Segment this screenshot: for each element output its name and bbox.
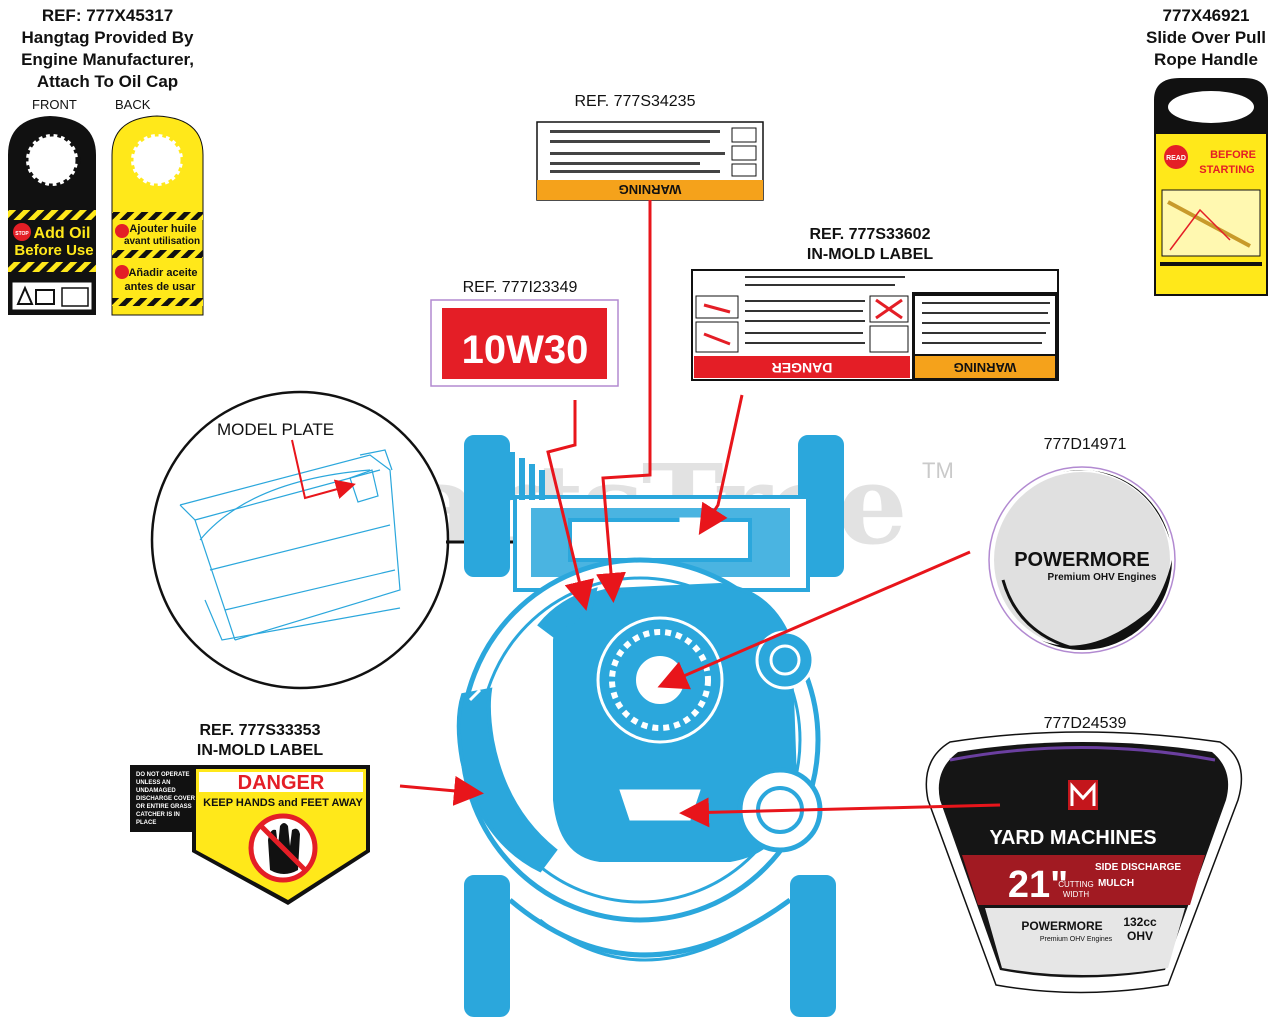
ym-mode2: MULCH <box>1098 878 1134 889</box>
inmold-left-heading: REF. 777S33353 IN-MOLD LABEL <box>170 721 350 761</box>
hangtag-front-label: FRONT <box>32 97 77 112</box>
inmold-left-side3: UNDAMAGED <box>136 788 176 794</box>
inmold-top-sub: IN-MOLD LABEL <box>806 246 934 263</box>
model-plate-callout <box>150 390 555 690</box>
oil-decal-text: 10W30 <box>462 328 589 372</box>
rear-left-wheel <box>464 435 510 577</box>
powermore-ref: 777D14971 <box>1043 436 1127 453</box>
powermore-brand: POWERMORE <box>1014 549 1150 571</box>
inmold-left-side1: DO NOT OPERATE <box>136 772 190 778</box>
hangtag-line3: Attach To Oil Cap <box>36 72 179 91</box>
powermore-decal: POWERMORE Premium OHV Engines <box>988 466 1176 654</box>
read-icon <box>1164 145 1188 169</box>
rope-handle-ref: 777X46921 <box>1162 6 1250 25</box>
fumes-icon <box>731 145 757 161</box>
oil-decal-ref: REF. 777I23349 <box>462 279 578 296</box>
inmold-left-side4: DISCHARGE COVER <box>136 796 196 802</box>
stop-icon <box>115 224 129 238</box>
inmold-top-ref: REF. 777S33602 <box>809 226 931 243</box>
inmold-left-danger: DANGER <box>238 772 325 794</box>
yardmachines-decal: YARD MACHINES 21" CUTTING WIDTH SIDE DIS… <box>925 731 1243 994</box>
watermark-tm: TM <box>922 458 954 483</box>
hangtag-back: Ajouter huile avant utilisation Añadir a… <box>111 115 204 316</box>
inmold-top-heading: REF. 777S33602 IN-MOLD LABEL <box>780 225 960 265</box>
rope-handle-read: READ <box>1166 155 1186 162</box>
ym-cut2: WIDTH <box>1063 890 1089 899</box>
ym-brand: YARD MACHINES <box>989 827 1156 849</box>
oil-decal: 10W30 <box>430 299 619 387</box>
hangtag-front-stop: STOP <box>15 231 29 237</box>
warning-triangle-icon <box>16 285 34 305</box>
warning-decal-text-lines <box>550 130 725 173</box>
mower-illustration <box>456 435 844 1017</box>
rope-handle-title1: BEFORE <box>1210 149 1256 161</box>
ym-engine: POWERMORE <box>1021 919 1102 933</box>
warning-decal-ref: REF. 777S34235 <box>574 93 696 110</box>
model-plate-label: MODEL PLATE <box>217 420 335 439</box>
hang-hole <box>1168 91 1254 123</box>
sun-icon <box>23 131 81 189</box>
ym-cut1: CUTTING <box>1058 880 1094 889</box>
rope-handle-line1: Slide Over Pull <box>1146 28 1266 47</box>
ym-size: 21" <box>1008 864 1068 906</box>
inmold-left-label: DO NOT OPERATE UNLESS AN UNDAMAGED DISCH… <box>130 765 370 905</box>
front-right-wheel <box>790 875 836 1017</box>
inmold-top-text-lines <box>745 276 1050 344</box>
inmold-left-side5: OR ENTIRE GRASS <box>136 804 192 810</box>
ym-cc: 132cc <box>1123 915 1157 929</box>
hangtag-front-text1: Add Oil <box>34 225 91 242</box>
inmold-left-keep: KEEP HANDS and FEET AWAY <box>203 797 363 809</box>
hangtag-back-text2: avant utilisation <box>124 236 200 247</box>
hangtag-line2: Engine Manufacturer, <box>21 50 194 69</box>
hangtag-back-text3: Añadir aceite <box>128 267 197 279</box>
rope-handle-title2: STARTING <box>1199 164 1254 176</box>
spark-icon <box>869 325 909 353</box>
inmold-left-ref: REF. 777S33353 <box>199 722 321 739</box>
foot-cut-icon <box>695 321 739 353</box>
fire-icon <box>731 127 757 143</box>
powermore-tag: Premium OHV Engines <box>1048 572 1157 583</box>
hangtag-heading: REF: 777X45317 Hangtag Provided By Engin… <box>0 5 215 93</box>
hangtag-back-text1: Ajouter huile <box>129 223 196 235</box>
inmold-left-side2: UNLESS AN <box>136 780 170 786</box>
stop-icon <box>115 265 129 279</box>
yardmachines-ref: 777D24539 <box>1043 715 1127 732</box>
inmold-top-label: WARNING DANGER <box>691 269 1059 381</box>
hangtag-ref: REF: 777X45317 <box>41 6 174 25</box>
inmold-top-warning: WARNING <box>954 360 1017 375</box>
inmold-top-danger: DANGER <box>772 360 833 376</box>
manual-icon <box>731 163 757 177</box>
hangtag-front-text2: Before Use <box>14 242 93 259</box>
handle-bracket-illustration <box>179 449 401 641</box>
rope-handle-tag: READ BEFORE STARTING <box>1154 78 1268 296</box>
ym-mode1: SIDE DISCHARGE <box>1095 862 1181 873</box>
warning-decal-banner: WARNING <box>619 182 682 197</box>
front-left-wheel <box>464 875 510 1017</box>
no-hands-icon <box>248 813 318 883</box>
ym-engine-tag: Premium OHV Engines <box>1040 936 1113 943</box>
ym-ohv: OHV <box>1127 929 1153 943</box>
hangtag-back-text4: antes de usar <box>125 281 197 293</box>
sun-icon <box>131 134 183 186</box>
pointer-arrows <box>399 200 1001 828</box>
inmold-left-side7: PLACE <box>136 820 156 826</box>
rope-handle-line2: Rope Handle <box>1154 50 1258 69</box>
warning-decal: WARNING <box>536 121 764 201</box>
inmold-left-side6: CATCHER IS IN <box>136 812 180 818</box>
inmold-left-sub: IN-MOLD LABEL <box>196 742 324 759</box>
hangtag-back-label: BACK <box>115 97 151 112</box>
manual-icon <box>35 289 55 305</box>
rope-illustration <box>1167 200 1251 248</box>
rope-handle-heading: 777X46921 Slide Over Pull Rope Handle <box>1130 5 1280 71</box>
hangtag-line1: Hangtag Provided By <box>21 28 194 47</box>
hangtag-front: STOP Add Oil Before Use <box>8 116 96 315</box>
hazard-icon <box>61 287 89 307</box>
